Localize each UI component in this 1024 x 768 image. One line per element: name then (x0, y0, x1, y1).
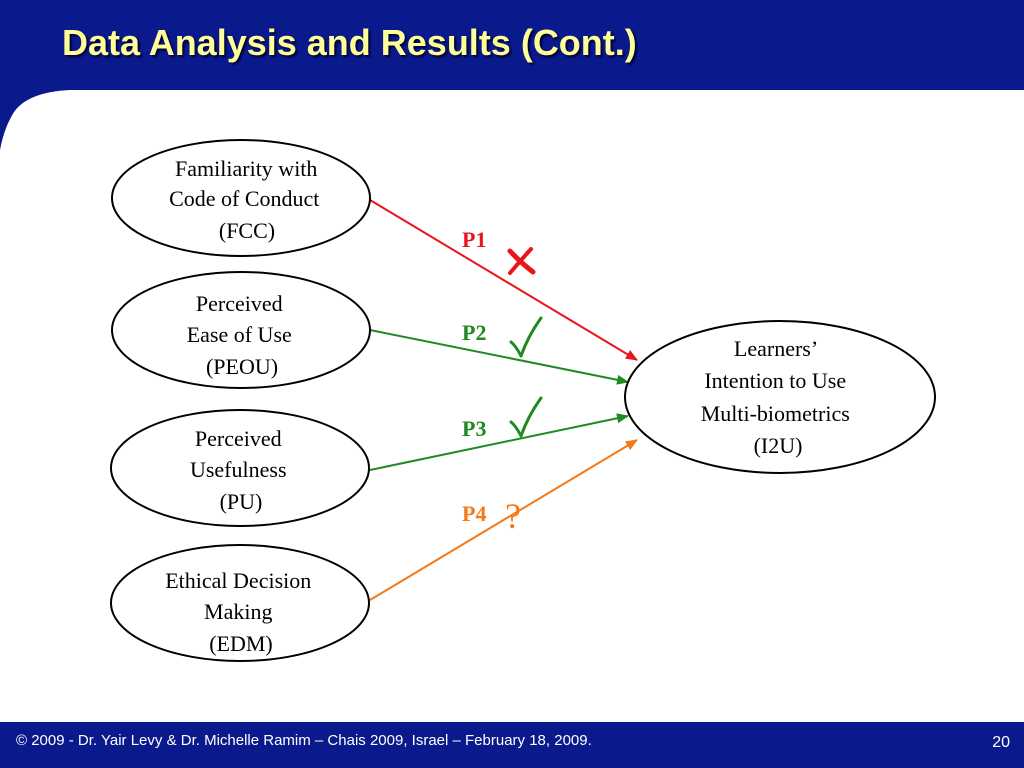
node-pu-line-2: Usefulness (190, 457, 287, 482)
node-fcc-line-3: (FCC) (219, 218, 275, 243)
path-p2-arrow (369, 329, 629, 385)
node-pu-line-3: (PU) (220, 489, 263, 514)
checkmark-icon (509, 396, 543, 438)
node-edm-line-3: (EDM) (209, 631, 273, 656)
cross-icon (507, 247, 536, 275)
node-peou-line-2: Ease of Use (187, 322, 292, 347)
path-p1-arrow (369, 199, 638, 361)
node-edm-line-1: Ethical Decision (165, 568, 311, 593)
question-icon: ? (505, 496, 521, 536)
slide-title: Data Analysis and Results (Cont.) (62, 22, 637, 63)
path-p3-label: P3 (462, 416, 486, 441)
path-p3-arrow (369, 413, 629, 471)
path-p2-label: P2 (462, 320, 486, 345)
node-fcc-line-1: Familiarity with (175, 156, 317, 181)
path-p1-label: P1 (462, 227, 486, 252)
node-edm: Ethical Decision Making (EDM) (110, 544, 370, 662)
footer-copyright: © 2009 - Dr. Yair Levy & Dr. Michelle Ra… (16, 732, 592, 749)
svg-text:Ethical Decision Making: Ethical Decision Making (EDM) (165, 568, 317, 656)
checkmark-icon (509, 316, 543, 358)
svg-text:Perceived Ease of Use: Perceived Ease of Use (PEOU) (187, 291, 298, 379)
node-i2u-line-1: Learners’ (734, 336, 817, 361)
footer-band (0, 722, 1024, 768)
page-number: 20 (992, 734, 1010, 751)
node-peou: Perceived Ease of Use (PEOU) (111, 271, 371, 389)
node-pu-line-1: Perceived (195, 426, 282, 451)
svg-text:Perceived Usefulness: Perceived Usefulness (PU) (190, 426, 292, 514)
node-edm-line-2: Making (204, 599, 272, 624)
node-fcc-line-2: Code of Conduct (169, 186, 319, 211)
node-i2u: Learners’ Intention to Use Multi-biometr… (624, 320, 936, 474)
node-pu: Perceived Usefulness (PU) (110, 409, 370, 527)
node-fcc: Familiarity with Code of Conduct (FCC) (111, 139, 371, 257)
node-i2u-line-2: Intention to Use (704, 368, 846, 393)
path-p4-label: P4 (462, 501, 486, 526)
svg-text:Familiarity with Code of: Familiarity with Code of Conduct (FCC) (169, 156, 325, 243)
path-p4-arrow (369, 439, 638, 601)
node-i2u-line-4: (I2U) (754, 433, 803, 458)
node-i2u-line-3: Multi-biometrics (701, 401, 850, 426)
node-peou-line-1: Perceived (196, 291, 283, 316)
svg-text:Learners’ Intention to U: Learners’ Intention to Use Multi-biometr… (701, 336, 856, 458)
header-band (0, 0, 1024, 150)
node-peou-line-3: (PEOU) (206, 354, 278, 379)
